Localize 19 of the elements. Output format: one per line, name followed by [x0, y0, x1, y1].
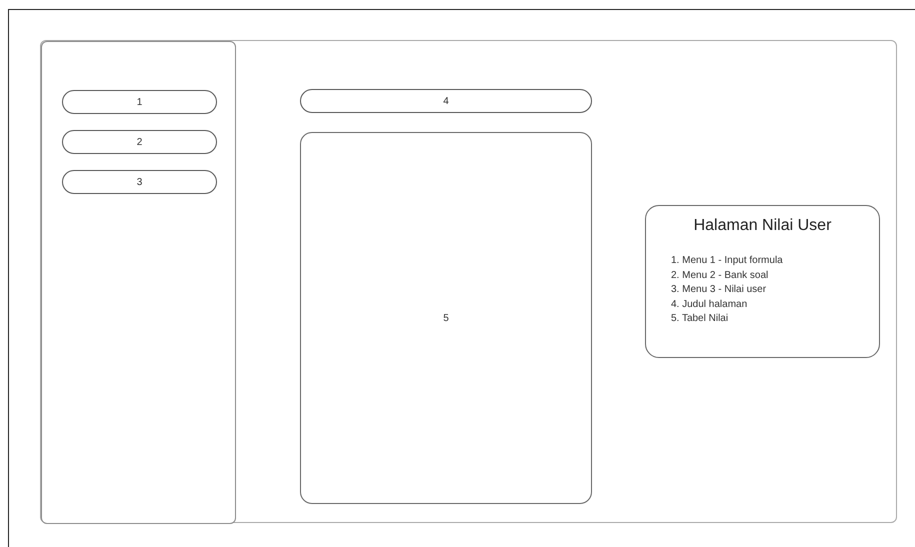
number-label: 4: [443, 94, 449, 108]
number-label: 2: [136, 136, 142, 150]
card-title: Halaman Nilai User: [692, 216, 832, 236]
list-item: 2. Menu 2 - Bank soal: [671, 268, 770, 282]
sidebar-panel: [41, 41, 236, 524]
menu-pill: [62, 170, 217, 194]
menu-pill: [62, 90, 217, 114]
menu-pill: [62, 130, 217, 154]
list-item: 4. Judul halaman: [671, 298, 748, 312]
page-frame: [40, 40, 897, 523]
menu-pill: [300, 89, 592, 113]
number-label: 1: [136, 96, 142, 110]
list-item: 1. Menu 1 - Input formula: [671, 254, 784, 268]
content-panel: [300, 132, 592, 504]
number-label: 3: [136, 176, 142, 190]
list-item: 3. Menu 3 - Nilai user: [671, 283, 768, 297]
list-item: 5. Tabel Nilai: [671, 312, 730, 326]
info-card: [645, 205, 880, 358]
number-label: 5: [443, 312, 449, 326]
